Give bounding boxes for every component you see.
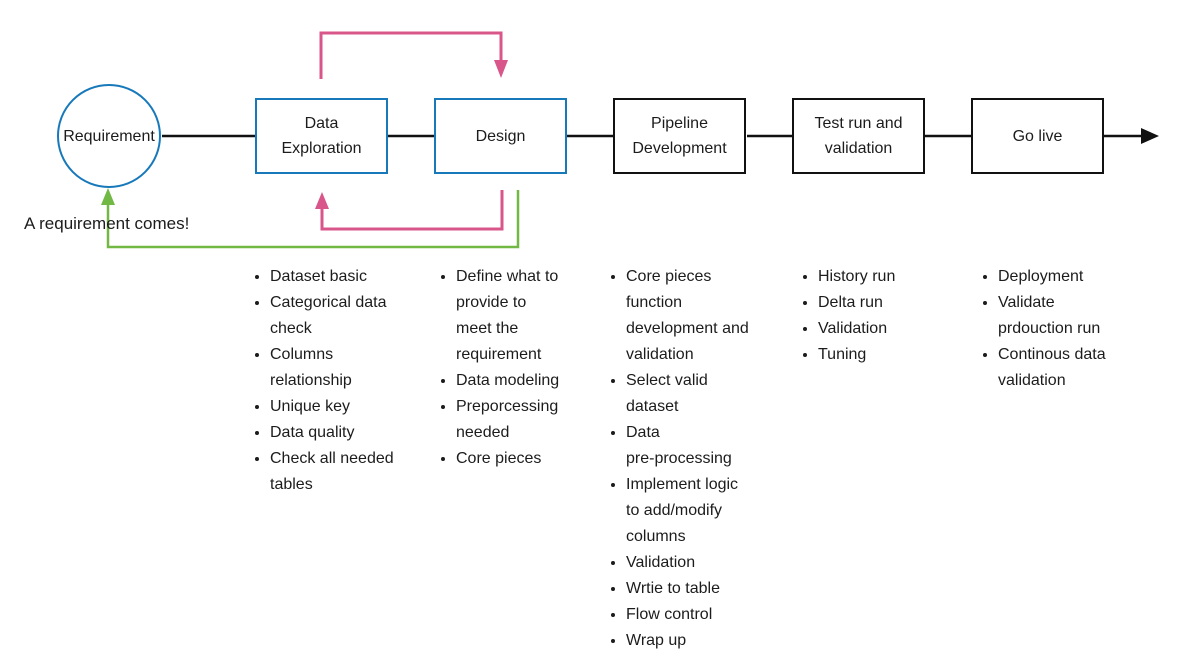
rework-loop-back-arrow bbox=[315, 190, 504, 231]
node-design: Design bbox=[434, 98, 567, 174]
checklist-go-live: Deployment Validate prdouction run Conti… bbox=[980, 264, 1138, 394]
checklist-item: Core pieces function development and val… bbox=[626, 264, 774, 368]
checklist-item: Wrap up bbox=[626, 628, 774, 654]
checklist-item: Deployment bbox=[998, 264, 1138, 290]
node-requirement-label: Requirement bbox=[63, 127, 155, 145]
checklist-item: Core pieces bbox=[456, 446, 586, 472]
new-requirement-feedback-arrow bbox=[101, 188, 520, 249]
checklist-pipeline-development: Core pieces function development and val… bbox=[608, 264, 774, 654]
checklist-test-run-validation: History run Delta run Validation Tuning bbox=[800, 264, 943, 368]
checklist-item: Delta run bbox=[818, 290, 943, 316]
checklist-item: Dataset basic bbox=[270, 264, 420, 290]
node-go-live: Go live bbox=[971, 98, 1104, 174]
checklist-item: Data modeling bbox=[456, 368, 586, 394]
requirement-annotation: A requirement comes! bbox=[24, 214, 190, 233]
node-test-run-validation-label: Test run and validation bbox=[814, 115, 903, 157]
checklist-data-exploration: Dataset basic Categorical data check Col… bbox=[252, 264, 420, 498]
checklist-item: Continous data validation bbox=[998, 342, 1138, 394]
node-data-exploration: Data Exploration bbox=[255, 98, 388, 174]
node-design-label: Design bbox=[475, 127, 526, 145]
checklist-item: Flow control bbox=[626, 602, 774, 628]
checklist-item: Categorical data check bbox=[270, 290, 420, 342]
checklist-item: Validation bbox=[626, 550, 774, 576]
node-go-live-label: Go live bbox=[1012, 127, 1063, 145]
checklist-item: Data pre-processing bbox=[626, 420, 774, 472]
checklist-design: Define what to provide to meet the requi… bbox=[438, 264, 586, 472]
node-test-run-validation: Test run and validation bbox=[792, 98, 925, 174]
node-pipeline-development-label: Pipeline Development bbox=[632, 115, 727, 157]
checklist-item: Unique key bbox=[270, 394, 420, 420]
flow-end-arrowhead bbox=[1141, 128, 1159, 144]
checklist-item: Check all needed tables bbox=[270, 446, 420, 498]
checklist-item: Implement logic to add/modify columns bbox=[626, 472, 774, 550]
checklist-item: History run bbox=[818, 264, 943, 290]
node-pipeline-development: Pipeline Development bbox=[613, 98, 746, 174]
checklist-item: Columns relationship bbox=[270, 342, 420, 394]
checklist-item: Select valid dataset bbox=[626, 368, 774, 420]
checklist-item: Tuning bbox=[818, 342, 943, 368]
main-flow-line bbox=[162, 128, 1159, 144]
checklist-item: Validation bbox=[818, 316, 943, 342]
checklist-item: Validate prdouction run bbox=[998, 290, 1138, 342]
checklist-item: Define what to provide to meet the requi… bbox=[456, 264, 586, 368]
checklist-item: Data quality bbox=[270, 420, 420, 446]
node-requirement: Requirement bbox=[57, 84, 161, 188]
checklist-item: Preporcessing needed bbox=[456, 394, 586, 446]
node-data-exploration-label: Data Exploration bbox=[281, 115, 362, 157]
rework-loop-forward-arrow bbox=[319, 31, 508, 79]
checklist-item: Wrtie to table bbox=[626, 576, 774, 602]
